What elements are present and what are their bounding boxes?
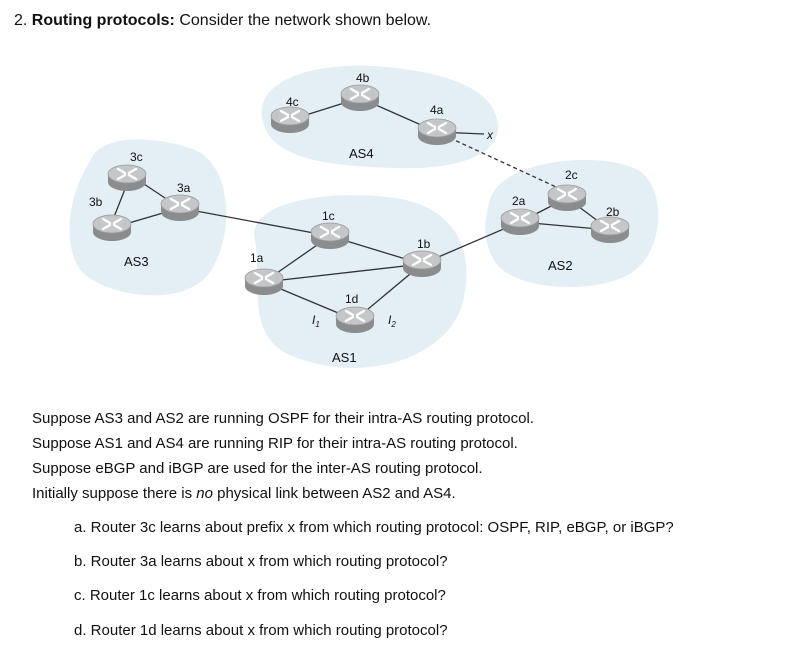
question-c: c. Router 1c learns about x from which r…: [74, 587, 446, 604]
router-icon-2a: [499, 207, 541, 237]
as4-label: AS4: [349, 146, 374, 161]
description-line-4: Initially suppose there is no physical l…: [32, 485, 456, 502]
description-line-2: Suppose AS1 and AS4 are running RIP for …: [32, 435, 518, 452]
router-label-1c: 1c: [322, 209, 335, 223]
as2-region: [485, 160, 659, 287]
router-label-2a: 2a: [512, 194, 526, 208]
router-label-4c: 4c: [286, 95, 299, 109]
router-label-1d: 1d: [345, 292, 358, 306]
router-label-3c: 3c: [130, 150, 143, 164]
router-icon-1b: [401, 249, 443, 279]
interface-label-i1: I1: [312, 313, 320, 329]
router-icon-4a: [416, 117, 458, 147]
router-icon-1c: [309, 221, 351, 251]
router-icon-4b: [339, 83, 381, 113]
interface-label-i2: I2: [388, 313, 396, 329]
router-icon-4c: [269, 105, 311, 135]
router-icon-1d: [334, 305, 376, 335]
router-label-2c: 2c: [565, 168, 578, 182]
question-b: b. Router 3a learns about x from which r…: [74, 553, 448, 570]
router-label-4b: 4b: [356, 71, 370, 85]
router-icon-1a: [243, 267, 285, 297]
as3-label: AS3: [124, 254, 149, 269]
link-3a-1c: [179, 207, 331, 237]
prefix-label-x: x: [486, 128, 494, 142]
question-heading: 2. Routing protocols: Consider the netwo…: [14, 12, 431, 30]
router-label-3a: 3a: [177, 181, 191, 195]
as2-label: AS2: [548, 258, 573, 273]
question-number: 2.: [14, 12, 28, 29]
description-line-1: Suppose AS3 and AS2 are running OSPF for…: [32, 410, 534, 427]
router-icon-3c: [106, 163, 148, 193]
as1-label: AS1: [332, 350, 357, 365]
router-label-1a: 1a: [250, 251, 264, 265]
question-intro: Consider the network shown below.: [174, 12, 432, 29]
router-icon-3a: [159, 193, 201, 223]
network-diagram: 4c 4b 4a 3c 3a 3b 1c 1a 1b 1d 2a 2c 2b x…: [69, 65, 659, 368]
router-icon-3b: [91, 213, 133, 243]
as1-region: [254, 195, 467, 368]
router-icon-2b: [589, 215, 631, 245]
dashed-link-4a-2c: [436, 131, 568, 193]
link-1a-1b: [263, 263, 423, 283]
question-a: a. Router 3c learns about prefix x from …: [74, 519, 674, 536]
question-d: d. Router 1d learns about x from which r…: [74, 622, 448, 639]
router-icon-2c: [546, 183, 588, 213]
description-line-3: Suppose eBGP and iBGP are used for the i…: [32, 460, 483, 477]
router-label-1b: 1b: [417, 237, 431, 251]
router-label-4a: 4a: [430, 103, 444, 117]
router-label-2b: 2b: [606, 205, 620, 219]
router-label-3b: 3b: [89, 195, 103, 209]
question-title: Routing protocols:: [31, 12, 175, 29]
